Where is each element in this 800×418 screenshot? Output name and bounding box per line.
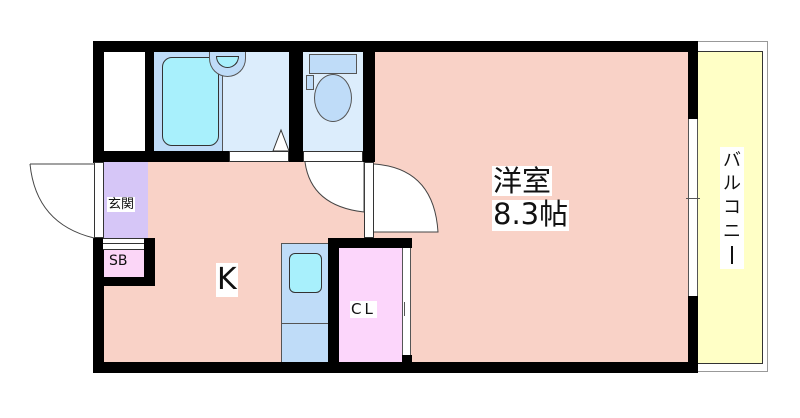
wall-sb-bottom <box>93 277 155 286</box>
western-room-size: 8.3帖 <box>492 197 570 231</box>
shoe-box-label: SB <box>107 253 130 269</box>
wall-bath-bottom <box>93 151 229 162</box>
wall-closet-left <box>328 238 339 363</box>
bathtub-icon <box>162 57 219 146</box>
wall-right-top <box>688 41 698 119</box>
entrance-door-swing-icon <box>29 163 95 239</box>
bath-door-opening[interactable] <box>229 151 289 162</box>
kitchen-sink-icon <box>289 253 322 293</box>
room-door-frame[interactable] <box>364 162 374 238</box>
closet-door-mark <box>404 302 405 316</box>
wall-bath-toilet <box>289 41 303 162</box>
toilet-bowl-icon <box>314 74 352 122</box>
entrance-label: 玄関 <box>107 197 136 212</box>
room-door-swing-icon <box>374 163 439 233</box>
closet-door[interactable] <box>402 248 411 358</box>
wall-bottom <box>93 362 698 373</box>
closet-label: CL <box>350 300 377 318</box>
wall-sb-right <box>144 238 155 286</box>
kitchen-lower-left <box>103 285 163 363</box>
balcony-label: バ ル コ ニ <box>720 147 744 269</box>
wall-left-lower <box>93 238 104 373</box>
wall-storage-bath <box>145 41 154 162</box>
wall-closet-top <box>328 238 412 248</box>
wall-right-bottom <box>688 296 698 373</box>
toilet-tank-icon <box>309 54 357 74</box>
toilet-door-swing-icon <box>304 162 365 213</box>
kitchen-label: K <box>216 262 238 297</box>
wall-top <box>93 41 698 52</box>
door-marker-icon <box>272 128 290 152</box>
western-room-name: 洋室 <box>492 164 553 198</box>
toilet-handle-icon <box>306 75 314 90</box>
wall-left-upper <box>93 41 104 163</box>
entrance-door-frame[interactable] <box>94 162 104 238</box>
balcony-window[interactable] <box>688 119 698 296</box>
entrance-step <box>103 238 144 250</box>
counter-divider <box>281 323 331 324</box>
entrance-step-line <box>103 243 144 244</box>
wall-closet-bottom-right <box>402 355 412 363</box>
toilet-door-opening[interactable] <box>303 151 363 162</box>
wall-toilet-room <box>363 41 375 162</box>
left-storage <box>103 51 145 151</box>
window-mullion <box>686 198 700 199</box>
